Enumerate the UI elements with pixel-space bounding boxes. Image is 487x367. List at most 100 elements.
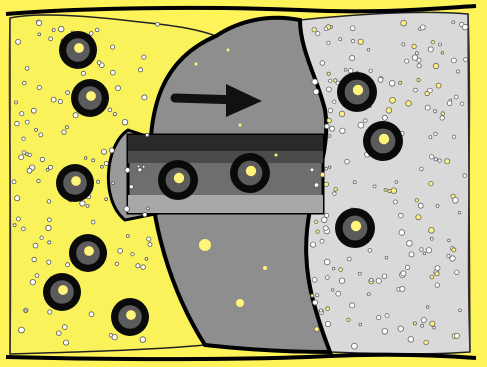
large-particle	[363, 121, 403, 161]
small-dot	[112, 182, 115, 185]
small-dot	[328, 108, 333, 113]
small-dot	[321, 217, 327, 223]
small-dot	[28, 153, 31, 156]
small-dot	[385, 256, 388, 259]
small-dot	[327, 118, 332, 123]
large-particle	[335, 208, 375, 248]
small-dot	[462, 24, 468, 30]
small-dot	[66, 263, 70, 267]
small-dot	[48, 310, 52, 314]
small-dot	[92, 159, 95, 162]
small-dot	[105, 198, 108, 201]
small-dot	[452, 135, 455, 138]
small-dot	[329, 79, 332, 82]
small-dot	[62, 130, 66, 134]
small-dot	[416, 215, 421, 220]
small-dot	[104, 162, 108, 166]
small-dot	[24, 310, 27, 313]
small-dot	[311, 242, 316, 247]
small-dot	[47, 260, 51, 264]
small-dot	[89, 32, 93, 36]
small-dot	[25, 120, 29, 124]
small-dot	[40, 236, 43, 239]
small-dot	[348, 69, 353, 74]
small-dot	[463, 174, 467, 178]
small-dot	[417, 78, 420, 81]
small-dot	[398, 326, 403, 331]
small-dot	[421, 324, 424, 327]
small-dot	[402, 43, 405, 46]
small-dot	[407, 241, 413, 247]
small-dot	[382, 329, 388, 335]
small-dot	[20, 112, 24, 116]
small-dot	[156, 22, 160, 26]
small-dot	[148, 242, 152, 246]
large-particle	[69, 234, 107, 272]
small-dot	[430, 155, 434, 159]
small-dot	[32, 257, 36, 261]
small-dot	[84, 157, 87, 160]
small-dot	[33, 243, 38, 248]
small-dot	[23, 81, 27, 85]
small-dot	[63, 340, 68, 345]
small-dot	[46, 168, 49, 171]
small-dot	[433, 63, 438, 68]
small-dot	[126, 235, 129, 238]
small-dot	[328, 135, 331, 138]
small-dot	[459, 309, 462, 312]
channel-shade-band	[128, 151, 323, 163]
small-dot	[62, 325, 67, 330]
small-dot	[453, 198, 459, 204]
small-dot	[452, 58, 457, 63]
small-dot	[441, 112, 445, 116]
small-dot	[386, 108, 392, 114]
large-particle	[71, 79, 109, 117]
small-dot	[445, 159, 450, 164]
small-dot	[15, 101, 18, 104]
small-dot	[80, 201, 85, 206]
small-dot	[412, 44, 416, 48]
small-dot	[358, 122, 364, 128]
small-dot	[122, 119, 128, 125]
small-dot	[146, 133, 149, 136]
small-dot	[377, 316, 381, 320]
small-dot	[336, 291, 341, 296]
small-dot	[324, 27, 328, 31]
small-dot	[413, 322, 416, 325]
small-dot	[81, 71, 85, 75]
small-dot	[415, 52, 418, 55]
small-dot	[320, 239, 324, 243]
small-dot	[101, 165, 104, 168]
small-dot	[420, 167, 424, 171]
small-dot	[320, 61, 325, 66]
small-dot	[423, 252, 426, 255]
small-dot	[401, 20, 407, 26]
small-dot	[39, 133, 43, 137]
small-dot	[97, 61, 101, 65]
small-dot	[426, 248, 431, 253]
large-particle	[337, 72, 377, 112]
small-dot	[409, 252, 414, 257]
small-dot	[142, 55, 146, 59]
small-dot	[424, 340, 429, 345]
small-dot	[439, 43, 442, 46]
small-dot	[15, 121, 20, 126]
small-dot	[136, 264, 140, 268]
small-dot	[452, 248, 456, 252]
large-particle	[230, 153, 270, 193]
small-dot	[314, 327, 319, 332]
small-dot	[408, 337, 414, 343]
small-dot	[22, 151, 26, 155]
small-dot	[95, 28, 99, 32]
small-dot	[415, 199, 418, 202]
small-dot	[339, 268, 343, 272]
small-dot	[388, 189, 391, 192]
small-dot	[390, 97, 396, 103]
small-dot	[316, 230, 319, 233]
small-dot	[16, 39, 21, 44]
membrane-speck	[239, 124, 242, 127]
small-dot	[382, 274, 387, 279]
small-dot	[141, 265, 146, 270]
